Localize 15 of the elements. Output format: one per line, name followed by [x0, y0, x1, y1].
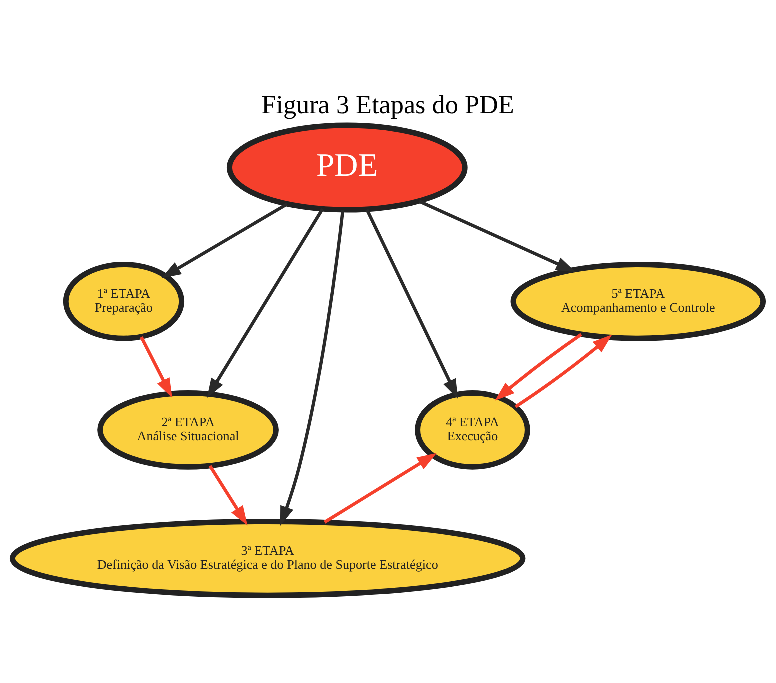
arrow: [162, 202, 288, 278]
arrow: [418, 199, 576, 272]
node-ellipse: 3ª ETAPA Definição da Visão Estratégica e do Plano de Suporte Estratégico: [10, 518, 526, 598]
node-ellipse: PDE: [226, 122, 468, 212]
arrow: [366, 208, 458, 399]
arrow: [280, 210, 345, 526]
arrow: [495, 332, 582, 400]
node-ellipse: 2ª ETAPA Análise Situacional: [98, 390, 279, 470]
arrow: [514, 334, 612, 408]
node-ellipse: 5ª ETAPA Acompanhamento e Controle: [510, 262, 766, 341]
arrow: [208, 464, 248, 526]
arrow: [207, 208, 324, 398]
arrow: [140, 336, 173, 398]
arrow: [324, 452, 437, 524]
diagram-title: Figura 3 Etapas do PDE: [262, 90, 514, 120]
